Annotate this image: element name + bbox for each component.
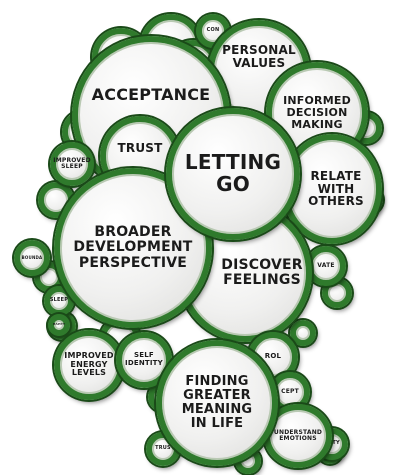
bubble-motivate: VATE [306, 246, 346, 286]
bubble-label: IMPROVED SLEEP [53, 156, 91, 170]
bubble-label: TRUST [117, 140, 163, 155]
bubble-label: IVITY [324, 440, 340, 447]
bubble-label: IMPROVED ENERGY LEVELS [64, 351, 114, 378]
bubble-boundaries: BOUNDA [14, 240, 50, 276]
bubble-label: RELATE WITH OTHERS [308, 168, 364, 209]
bubble-label: LETTING GO [184, 150, 282, 196]
bubble-label: ACCEPTANCE [91, 85, 211, 105]
bubble-letting-go: LETTING GO [166, 108, 300, 240]
bubble-label: UNDERSTAND EMOTIONS [273, 428, 323, 442]
bubble-label: TRUS [155, 445, 171, 452]
bubble-relate-with-others: RELATE WITH OTHERS [282, 134, 382, 244]
bubble-label: HAPPY [52, 322, 66, 327]
bubble-label: BOUNDA [21, 254, 43, 260]
bubble-improved-sleep: IMPROVED SLEEP [50, 142, 94, 186]
bubble-label: INFORMED DECISION MAKING [283, 94, 351, 131]
bubble-label: FINDING GREATER MEANING IN LIFE [181, 373, 253, 432]
bubble-label: CON [206, 27, 220, 34]
bubble-label: SLEEP [49, 297, 69, 304]
bubble-label: SELF IDENTITY [125, 351, 163, 367]
bubble-finding-greater-meaning: FINDING GREATER MEANING IN LIFE [156, 340, 278, 466]
bubble-label: CEPT [281, 387, 299, 395]
bubble-improved-energy-levels: IMPROVED ENERGY LEVELS [54, 330, 124, 400]
bubble-label: BROADER DEVELOPMENT PERSPECTIVE [73, 224, 193, 271]
bubble-label: PERSONAL VALUES [222, 43, 296, 70]
bubble-happy: HAPPY [48, 314, 70, 336]
bubble-label: VATE [317, 261, 335, 269]
bubble-label: DISCOVER FEELINGS [221, 256, 303, 288]
bubble-label: ROL [264, 352, 282, 361]
filler-bubble [290, 320, 316, 346]
